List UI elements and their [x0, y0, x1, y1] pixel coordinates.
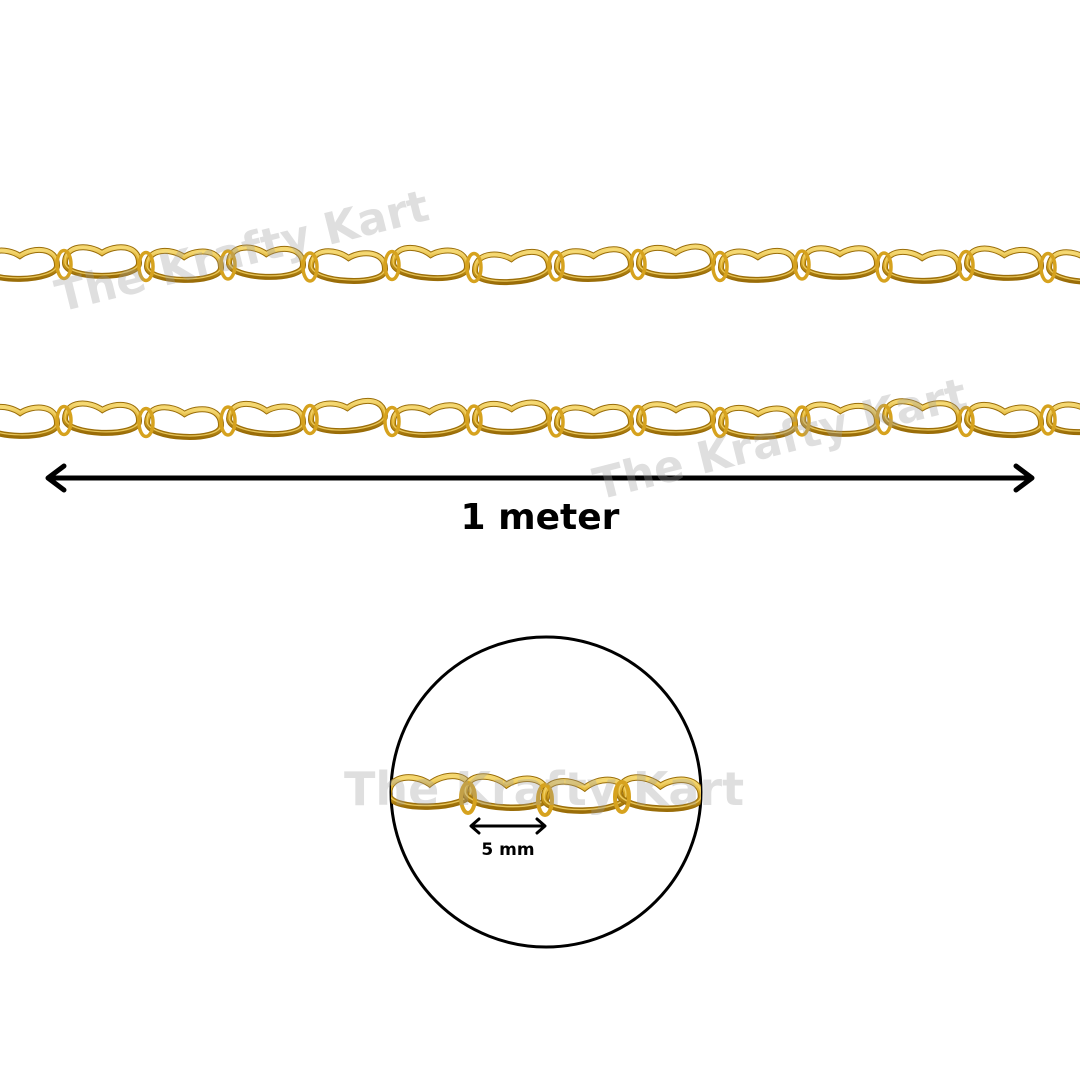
- chain-connector: [793, 249, 811, 281]
- watermark-middle: The Krafty Kart: [588, 369, 972, 511]
- link-size-arrow-icon: [469, 817, 547, 835]
- chain-link: [554, 246, 634, 282]
- chain-link: [718, 404, 798, 440]
- chain-link: [62, 400, 142, 436]
- length-arrow-icon: [45, 463, 1035, 493]
- chain-connector: [219, 405, 237, 437]
- chain-link: [226, 400, 306, 438]
- chain-link: [636, 243, 716, 279]
- chain-connector: [383, 249, 401, 282]
- chain-link: [0, 403, 60, 439]
- watermark-circle: The Krafty Kart: [344, 762, 744, 816]
- svg-text:The Krafty Kart: The Krafty Kart: [344, 762, 744, 816]
- chain-link: [144, 247, 224, 283]
- length-label: 1 meter: [460, 497, 620, 538]
- chain-connector: [1039, 404, 1057, 436]
- chain-link: [308, 248, 388, 284]
- chain-connector: [613, 780, 631, 814]
- chain-link: [461, 773, 551, 811]
- chain-link: [635, 401, 717, 436]
- chain-link: [226, 244, 306, 280]
- chain-connector: [711, 406, 729, 439]
- chain-zoom-detail: [391, 772, 701, 817]
- chain-link: [800, 401, 880, 437]
- chain-link: [540, 776, 630, 814]
- chain-connector: [547, 406, 565, 438]
- chain-connector: [957, 249, 975, 282]
- chain-connector: [55, 248, 73, 281]
- chain-connector: [459, 781, 477, 815]
- chain-connector: [465, 251, 483, 284]
- chain-link: [882, 248, 962, 284]
- chain-row-top: [0, 243, 1080, 286]
- chain-connector: [711, 250, 729, 283]
- chain-connector: [137, 406, 155, 439]
- chain-link: [1046, 249, 1080, 285]
- chain-connector: [793, 405, 811, 437]
- chain-link: [61, 244, 143, 279]
- chain-link: [799, 245, 881, 280]
- chain-connector: [536, 783, 554, 817]
- chain-link: [144, 404, 224, 440]
- chain-connector: [301, 403, 319, 436]
- chain-connector: [465, 404, 483, 436]
- chain-connector: [547, 250, 565, 282]
- chain-connector: [875, 251, 893, 283]
- chain-link: [391, 772, 475, 810]
- chain-link: [964, 245, 1044, 281]
- chain-link: [718, 247, 798, 283]
- chain-link: [472, 399, 552, 435]
- chain-link: [390, 402, 470, 438]
- chain-link: [0, 246, 60, 282]
- chain-connector: [383, 405, 401, 438]
- svg-text:The Krafty Kart: The Krafty Kart: [588, 369, 972, 511]
- chain-link: [1046, 398, 1080, 436]
- chain-connector: [301, 251, 319, 283]
- chain-row-bottom: [0, 397, 1080, 440]
- chain-connector: [219, 249, 237, 281]
- chain-connector: [629, 404, 647, 437]
- chain-link: [554, 403, 634, 439]
- chain-connector: [875, 403, 893, 436]
- chain-link: [882, 398, 962, 434]
- chain-link: [390, 244, 470, 282]
- chain-connector: [629, 248, 647, 281]
- chain-link: [308, 397, 388, 435]
- chain-link: [964, 401, 1044, 439]
- chain-connector: [137, 250, 155, 283]
- chain-connector: [1039, 251, 1057, 284]
- link-size-label: 5 mm: [481, 840, 535, 860]
- chain-link: [472, 248, 552, 286]
- chain-link: [615, 774, 701, 812]
- zoom-circle: [389, 635, 703, 949]
- chain-connector: [957, 405, 975, 438]
- chain-connector: [55, 404, 73, 437]
